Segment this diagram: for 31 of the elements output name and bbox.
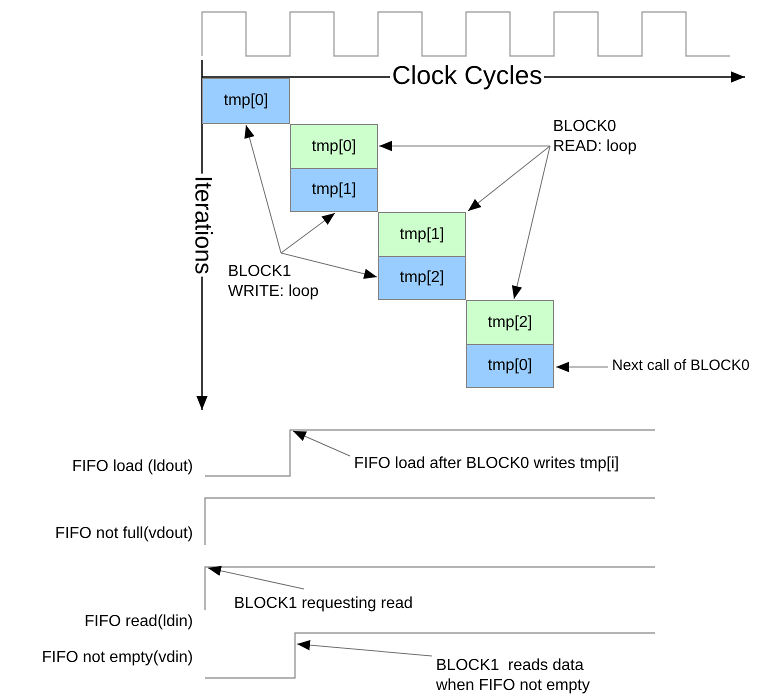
signal-label: FIFO not full(vdout) <box>55 524 193 544</box>
arrow <box>292 430 350 456</box>
arrow <box>556 362 608 372</box>
arrow <box>280 252 378 279</box>
signal-label: FIFO load (ldout) <box>72 457 193 477</box>
memory-block: tmp[1] <box>290 168 378 212</box>
signal-waveform <box>205 429 655 477</box>
arrow <box>208 566 304 590</box>
arrow <box>512 146 550 300</box>
annotation-text: BLOCK1 requesting read <box>234 594 454 614</box>
signal-waveform <box>205 632 655 679</box>
memory-block: tmp[2] <box>466 300 554 345</box>
memory-block: tmp[0] <box>202 78 290 124</box>
annotation-text: Next call of BLOCK0 <box>612 356 784 376</box>
arrow <box>296 640 432 656</box>
arrow <box>378 140 550 152</box>
arrow <box>280 212 336 254</box>
annotation-text: BLOCK1 WRITE: loop <box>228 262 333 302</box>
signal-waveform <box>204 497 655 545</box>
annotation-text: BLOCK1 reads data when FIFO not empty <box>436 656 616 696</box>
annotation-text: BLOCK0 READ: loop <box>553 117 648 157</box>
arrow <box>468 146 550 212</box>
memory-block: tmp[2] <box>378 256 466 300</box>
signal-label: FIFO read(ldin) <box>84 612 193 632</box>
memory-block: tmp[0] <box>466 344 554 388</box>
annotation-text: FIFO load after BLOCK0 writes tmp[i] <box>354 454 684 474</box>
signal-waveform <box>204 566 655 610</box>
memory-block: tmp[1] <box>378 212 466 257</box>
memory-block: tmp[0] <box>290 124 378 169</box>
signal-label: FIFO not empty(vdin) <box>42 648 193 668</box>
arrow <box>244 124 282 254</box>
